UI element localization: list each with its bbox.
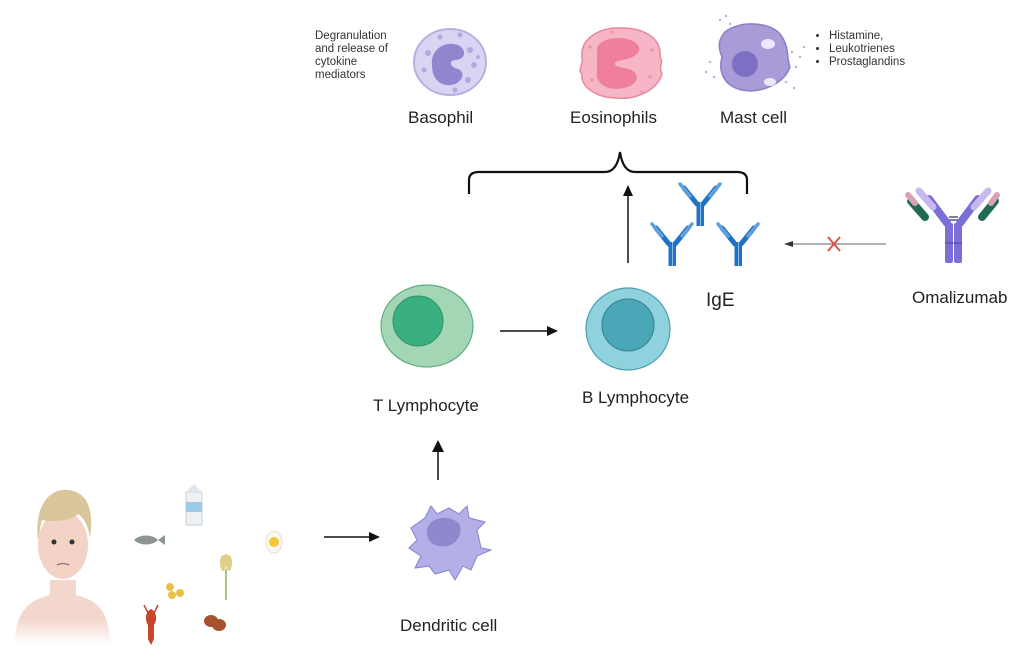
dendritic-cell-icon [408, 505, 492, 581]
dendritic-cell-label: Dendritic cell [400, 616, 498, 635]
omalizumab-icon [905, 187, 1000, 263]
mediator-item: Leukotrienes [829, 43, 905, 56]
t-lymphocyte-icon [380, 284, 474, 368]
shellfish-icon [143, 604, 159, 645]
basophil-icon [413, 28, 487, 96]
basophil-note-line: Degranulation [315, 30, 387, 42]
arrow-t-to-b [500, 326, 558, 336]
arrow-dendritic-to-t [432, 440, 444, 480]
mediator-item: Histamine, [829, 30, 905, 43]
grouping-brace [467, 151, 749, 194]
mediator-list: Histamine, Leukotrienes Prostaglandins [815, 30, 905, 69]
milk-carton-icon [185, 484, 203, 526]
arrow-allergens-to-dendritic [324, 532, 380, 542]
mediator-item: Prostaglandins [829, 56, 905, 69]
basophil-label: Basophil [408, 108, 474, 127]
omalizumab-label: Omalizumab [912, 288, 1008, 307]
mast-cell-label: Mast cell [720, 108, 788, 127]
wheat-icon [220, 554, 232, 600]
basophil-note-line: mediators [315, 69, 366, 81]
blocked-arrow [784, 236, 886, 252]
basophil-note-line: cytokine [315, 56, 358, 68]
arrow-b-to-effectors [623, 185, 633, 263]
soybean-icon [166, 583, 184, 599]
b-lymphocyte-icon [585, 287, 671, 371]
b-lymphocyte-label: B Lymphocyte [582, 388, 690, 407]
t-lymphocyte-label: T Lymphocyte [373, 396, 479, 415]
patient-icon [15, 489, 110, 645]
ige-label: IgE [706, 290, 735, 311]
block-x-icon [827, 236, 841, 252]
mast-cell-icon [704, 14, 806, 92]
basophil-note: Degranulation and release of cytokine me… [315, 30, 405, 82]
egg-icon [265, 530, 283, 554]
peanut-icon [204, 615, 226, 631]
fish-icon [134, 535, 165, 545]
basophil-note-line: and release of [315, 43, 388, 55]
eosinophil-icon [579, 27, 663, 99]
eosinophils-label: Eosinophils [570, 108, 657, 127]
ige-icon [650, 180, 770, 270]
